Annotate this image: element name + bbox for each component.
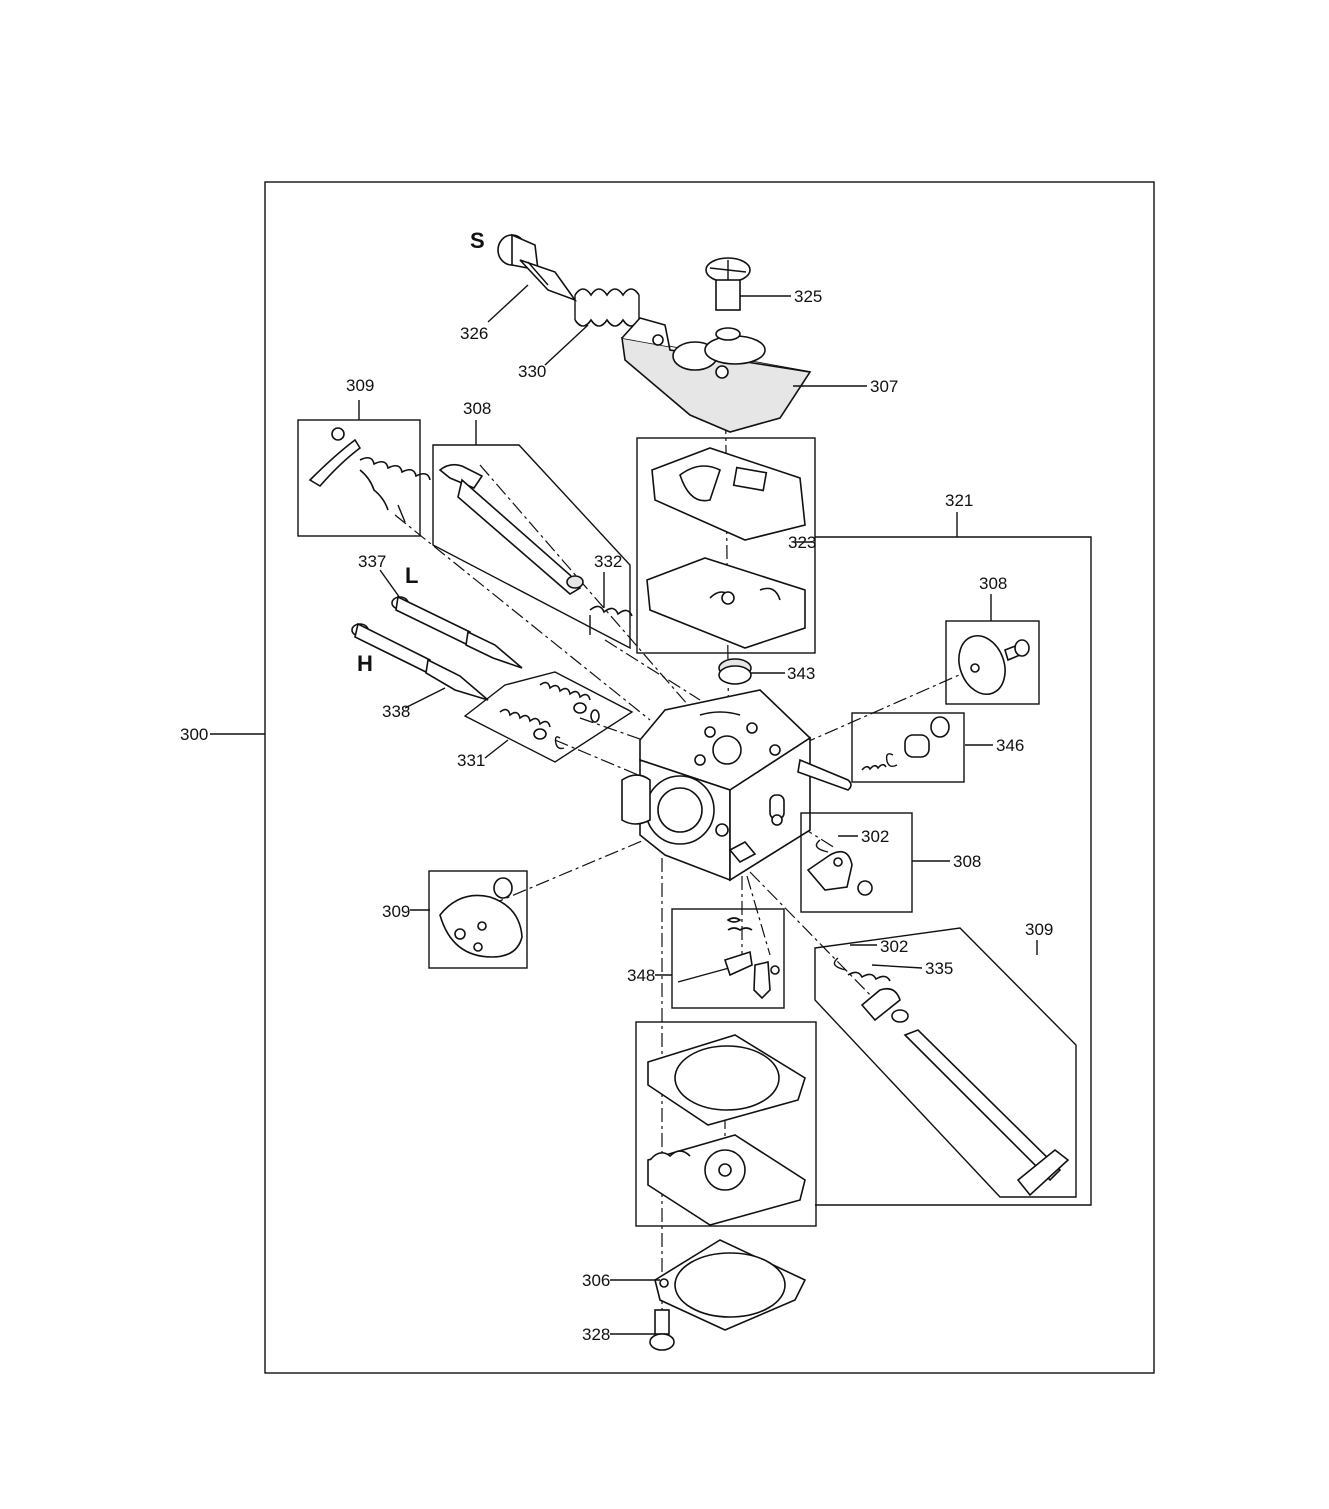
label-321: 321: [945, 491, 973, 510]
choke-plate-308: [958, 635, 1030, 695]
label-309-left: 309: [382, 902, 410, 921]
label-309-lower: 309: [1025, 920, 1053, 939]
label-326: 326: [460, 324, 488, 343]
box-346: [851, 712, 965, 783]
box-308-right: [945, 620, 1040, 705]
screen-343: [718, 658, 752, 685]
label-331: 331: [457, 751, 485, 770]
label-h: H: [357, 651, 373, 676]
lever-308: [806, 839, 873, 896]
label-332: 332: [594, 552, 622, 571]
lever-309: [308, 427, 431, 523]
label-330: 330: [518, 362, 546, 381]
label-306: 306: [582, 1271, 610, 1290]
gasket-box-lower: [635, 1021, 817, 1227]
outer-frame: [264, 181, 1155, 1374]
bracket-321: [815, 536, 1092, 1206]
plate-309: [439, 877, 523, 958]
box-331: [463, 671, 634, 763]
label-335: 335: [925, 959, 953, 978]
box-308-shaft: [432, 444, 631, 650]
box-348: [671, 908, 785, 1009]
carburetor-body: [621, 689, 852, 882]
label-338: 338: [382, 702, 410, 721]
label-348: 348: [627, 966, 655, 985]
screw-326: [497, 233, 578, 302]
cover-306: [654, 1239, 807, 1331]
label-s: S: [470, 228, 485, 253]
label-325: 325: [794, 287, 822, 306]
screw-328: [649, 1309, 675, 1351]
needle-337: [391, 595, 523, 669]
label-l: L: [405, 563, 418, 588]
label-308-top: 308: [463, 399, 491, 418]
label-302-lower: 302: [880, 937, 908, 956]
label-328: 328: [582, 1325, 610, 1344]
throttle-shaft-309: [833, 957, 1070, 1197]
box-309-lower: [814, 927, 1077, 1198]
gaskets-lower: [647, 1034, 806, 1226]
box-309-left: [428, 870, 528, 969]
label-337: 337: [358, 552, 386, 571]
parts-346: [861, 716, 950, 771]
needle-338: [351, 622, 489, 701]
throttle-shaft-308: [438, 463, 633, 635]
label-300: 300: [180, 725, 208, 744]
screw-325: [705, 257, 751, 341]
pump-cover-307: [621, 317, 812, 433]
label-308-right: 308: [979, 574, 1007, 593]
label-323: 323: [788, 533, 816, 552]
gasket-323: [646, 447, 806, 649]
part-labels: S L H 300 325 307 326 330 309 308 321 32…: [180, 228, 1053, 1344]
label-308-lower: 308: [953, 852, 981, 871]
label-309-top: 309: [346, 376, 374, 395]
label-307: 307: [870, 377, 898, 396]
label-302-top: 302: [861, 827, 889, 846]
leader-lines: [210, 284, 1038, 1335]
gasket-box-323: [636, 437, 816, 654]
box-308-lower: [800, 812, 913, 913]
label-343: 343: [787, 664, 815, 683]
springs-331: [499, 681, 600, 750]
needle-valve-348: [677, 917, 780, 1000]
label-346: 346: [996, 736, 1024, 755]
spring-330: [574, 288, 640, 327]
